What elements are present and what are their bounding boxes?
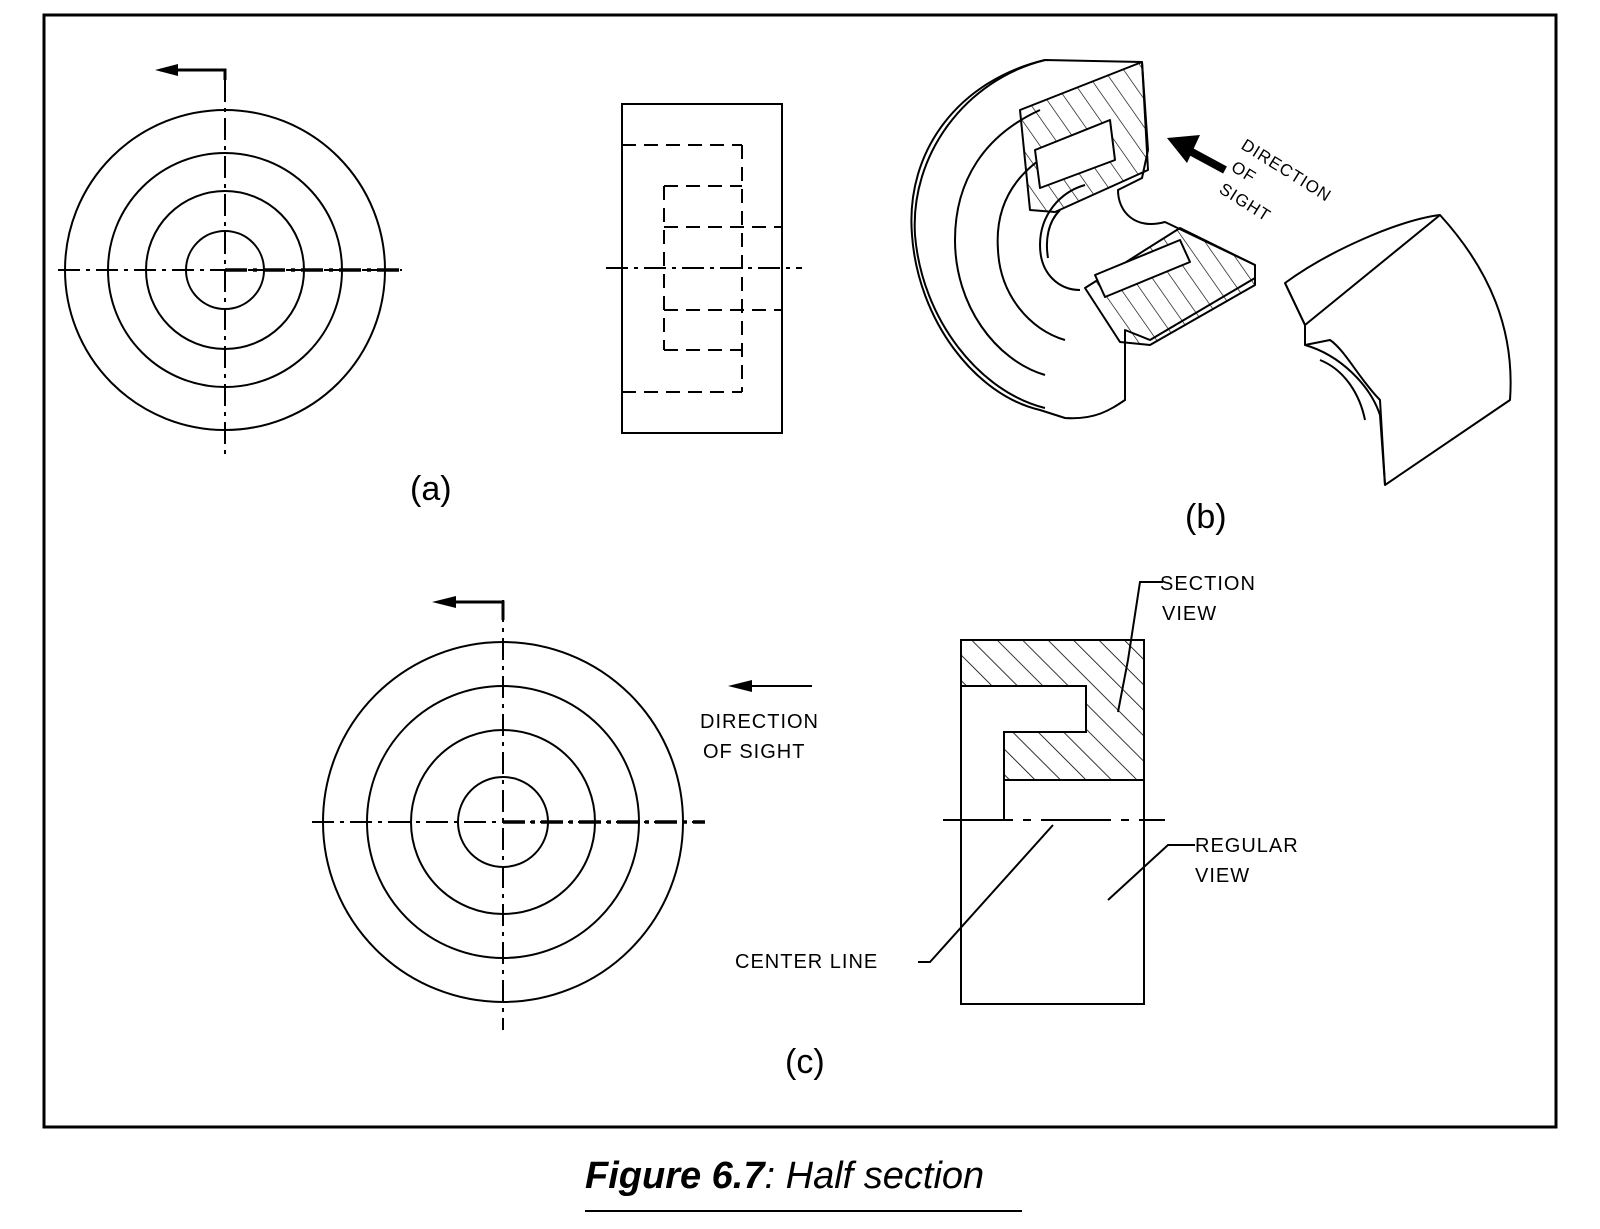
panel-c-regular-text-2: VIEW [1195,865,1250,887]
panel-b-label: (b) [1185,498,1227,536]
panel-b-cutaway-pictorial [910,59,1512,486]
panel-a-front-view [58,64,402,455]
panel-a-side-view [606,103,802,434]
panel-c-regular-text-1: REGULAR [1195,835,1299,857]
panel-c-sight-text-2: OF SIGHT [703,741,805,763]
panel-a-label: (a) [410,470,452,508]
panel-c-label: (c) [785,1043,825,1081]
caption-separator: : [765,1155,776,1197]
panel-c-sight-arrow [728,680,812,692]
panel-c-sight-text-1: DIRECTION [700,711,819,733]
panel-c-half-section-view [943,639,1165,1005]
caption-spacer [775,1155,786,1197]
panel-c-section-text-2: VIEW [1162,603,1217,625]
caption-title: Half section [786,1155,985,1197]
caption-number: Figure 6.7 [585,1155,766,1197]
panel-b-sight-text-3: SIGHT [1216,179,1274,225]
figure-caption: Figure 6.7: Half section [585,1155,984,1197]
panel-c-leaders [918,581,1195,963]
panel-c-front-view [312,596,705,1030]
panel-c-centerline-text: CENTER LINE [735,951,878,973]
figure-frame [42,13,1558,1129]
panel-b-sight-arrow [1167,135,1227,174]
panel-c-section-text-1: SECTION [1160,573,1256,595]
